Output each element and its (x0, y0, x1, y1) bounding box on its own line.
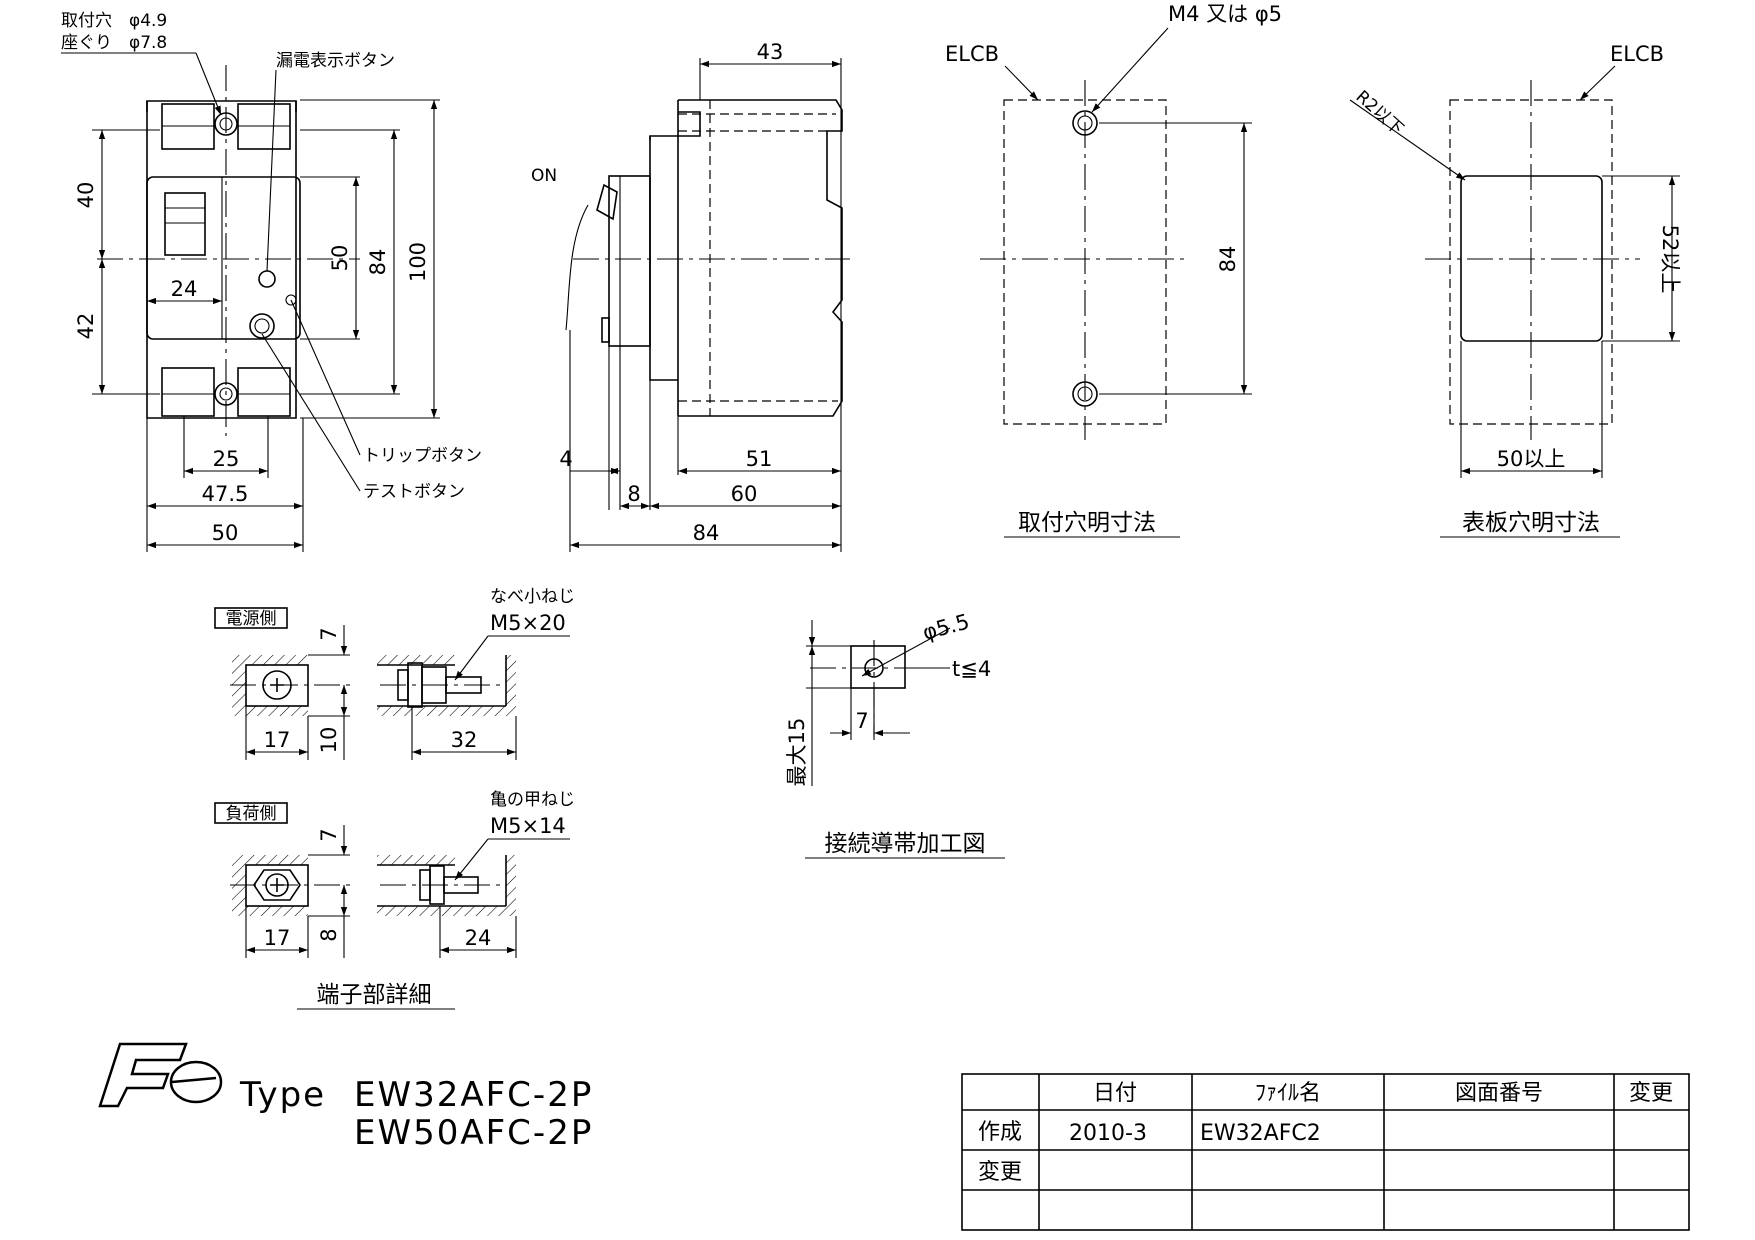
dim-supply-h-bottom: 10 (317, 727, 341, 754)
dim-load-h-bottom: 8 (317, 928, 341, 941)
busbar-thickness: t≦4 (952, 657, 991, 681)
model-block: Type EW32AFC-2P EW50AFC-2P (98, 1042, 593, 1153)
side-handle-base (608, 175, 651, 347)
label-mount-hole: 取付穴 φ4.9 (61, 11, 167, 31)
type-prefix: Type (239, 1075, 326, 1115)
label-leak-indicator: 漏電表示ボタン (276, 51, 395, 71)
title-block: 日付 ﾌｧｲﾙ名 図面番号 変更 作成 2010-3 EW32AFC2 変更 (961, 1073, 1690, 1231)
load-screw-size: M5×14 (490, 814, 566, 838)
cell-date: 2010-3 (1069, 1121, 1147, 1146)
mounting-hole-view: ELCB M4 又は φ5 84 取付穴明寸法 (945, 2, 1282, 538)
front-view: 40 42 50 84 100 24 25 47.5 50 取付穴 φ4.9 座… (61, 11, 482, 552)
dim-load-h-top: 7 (317, 828, 341, 841)
dim-terminal-pitch: 25 (213, 447, 240, 471)
trip-button (285, 294, 297, 306)
dim-mount-pitch-84: 84 (1216, 246, 1240, 273)
label-screw: M4 又は φ5 (1168, 2, 1282, 26)
dim-total-depth: 84 (693, 521, 720, 545)
header-date: 日付 (1093, 1081, 1137, 1106)
title-mounting-hole: 取付穴明寸法 (1018, 510, 1156, 536)
dim-supply-h-top: 7 (317, 627, 341, 640)
label-on: ON (531, 166, 557, 186)
dim-supply-w: 17 (264, 728, 291, 752)
label-elcb-right: ELCB (1610, 42, 1664, 66)
row-label-created: 作成 (978, 1120, 1022, 1145)
title-terminal-detail: 端子部詳細 (317, 982, 432, 1008)
busbar-view: φ5.5 t≦4 最大15 7 接続導帯加工図 (785, 609, 1005, 859)
dim-body-height: 50 (328, 245, 352, 272)
row-label-changed: 変更 (978, 1160, 1022, 1185)
model-line-1: EW32AFC-2P (354, 1075, 593, 1115)
handle (164, 192, 206, 256)
label-test-button: テストボタン (363, 482, 465, 502)
busbar-hole-dia: φ5.5 (920, 609, 972, 644)
supply-screw-size: M5×20 (490, 611, 566, 635)
label-trip-button: トリップボタン (363, 446, 482, 466)
side-handle (596, 183, 618, 221)
dim-load-w: 17 (264, 926, 291, 950)
dim-depth-60: 60 (731, 482, 758, 506)
model-line-2: EW50AFC-2P (354, 1113, 593, 1153)
tag-supply (214, 607, 288, 629)
tag-supply-text: 電源側 (226, 609, 277, 629)
leak-indicator-button (258, 270, 276, 288)
dim-cutout-width: 50以上 (1497, 447, 1566, 471)
dim-height: 100 (406, 242, 430, 282)
dim-load-depth: 24 (465, 926, 492, 950)
label-radius: R2以下 (1352, 87, 1407, 140)
dim-top-depth: 43 (757, 40, 784, 64)
busbar-edge: 7 (855, 709, 868, 733)
dim-base-step: 8 (627, 482, 640, 506)
dim-width: 50 (212, 521, 239, 545)
load-screw-type: 亀の甲ねじ (490, 790, 575, 810)
dim-handle-width: 24 (171, 277, 198, 301)
test-button (249, 313, 275, 339)
panel-cutout-view: ELCB R2以下 52以上 50以上 表板穴明寸法 (1349, 42, 1682, 538)
dim-body-depth: 51 (746, 447, 773, 471)
busbar-max-width: 最大15 (785, 718, 809, 787)
side-view: ON 43 4 8 51 60 84 (531, 40, 850, 552)
mount-hole-bottom (1072, 381, 1098, 407)
tag-load (214, 802, 288, 824)
label-elcb-left: ELCB (945, 42, 999, 66)
header-rev: 変更 (1629, 1081, 1673, 1106)
label-counterbore: 座ぐり φ7.8 (61, 33, 167, 53)
cell-file: EW32AFC2 (1200, 1121, 1321, 1146)
header-file: ﾌｧｲﾙ名 (1255, 1081, 1321, 1106)
dim-mount-pitch: 84 (366, 249, 390, 276)
dim-bottom-offset: 42 (74, 313, 98, 340)
dim-handle-proj: 4 (559, 447, 572, 471)
tag-load-text: 負荷側 (226, 804, 277, 824)
title-panel-cutout: 表板穴明寸法 (1462, 510, 1600, 536)
busbar-outline (850, 645, 906, 689)
supply-screw-type: なべ小ねじ (490, 587, 575, 607)
mount-hole-top (1072, 110, 1098, 136)
dim-cutout-height: 52以上 (1658, 225, 1682, 294)
header-drawing-no: 図面番号 (1455, 1081, 1543, 1106)
terminal-detail: 電源側 7 10 17 なべ小ねじ M5×20 32 (214, 587, 575, 1010)
title-busbar: 接続導帯加工図 (825, 831, 986, 857)
dim-supply-depth: 32 (451, 728, 478, 752)
dim-top-offset: 40 (74, 182, 98, 209)
dim-inner-width: 47.5 (202, 482, 249, 506)
fe-logo (98, 1042, 223, 1108)
